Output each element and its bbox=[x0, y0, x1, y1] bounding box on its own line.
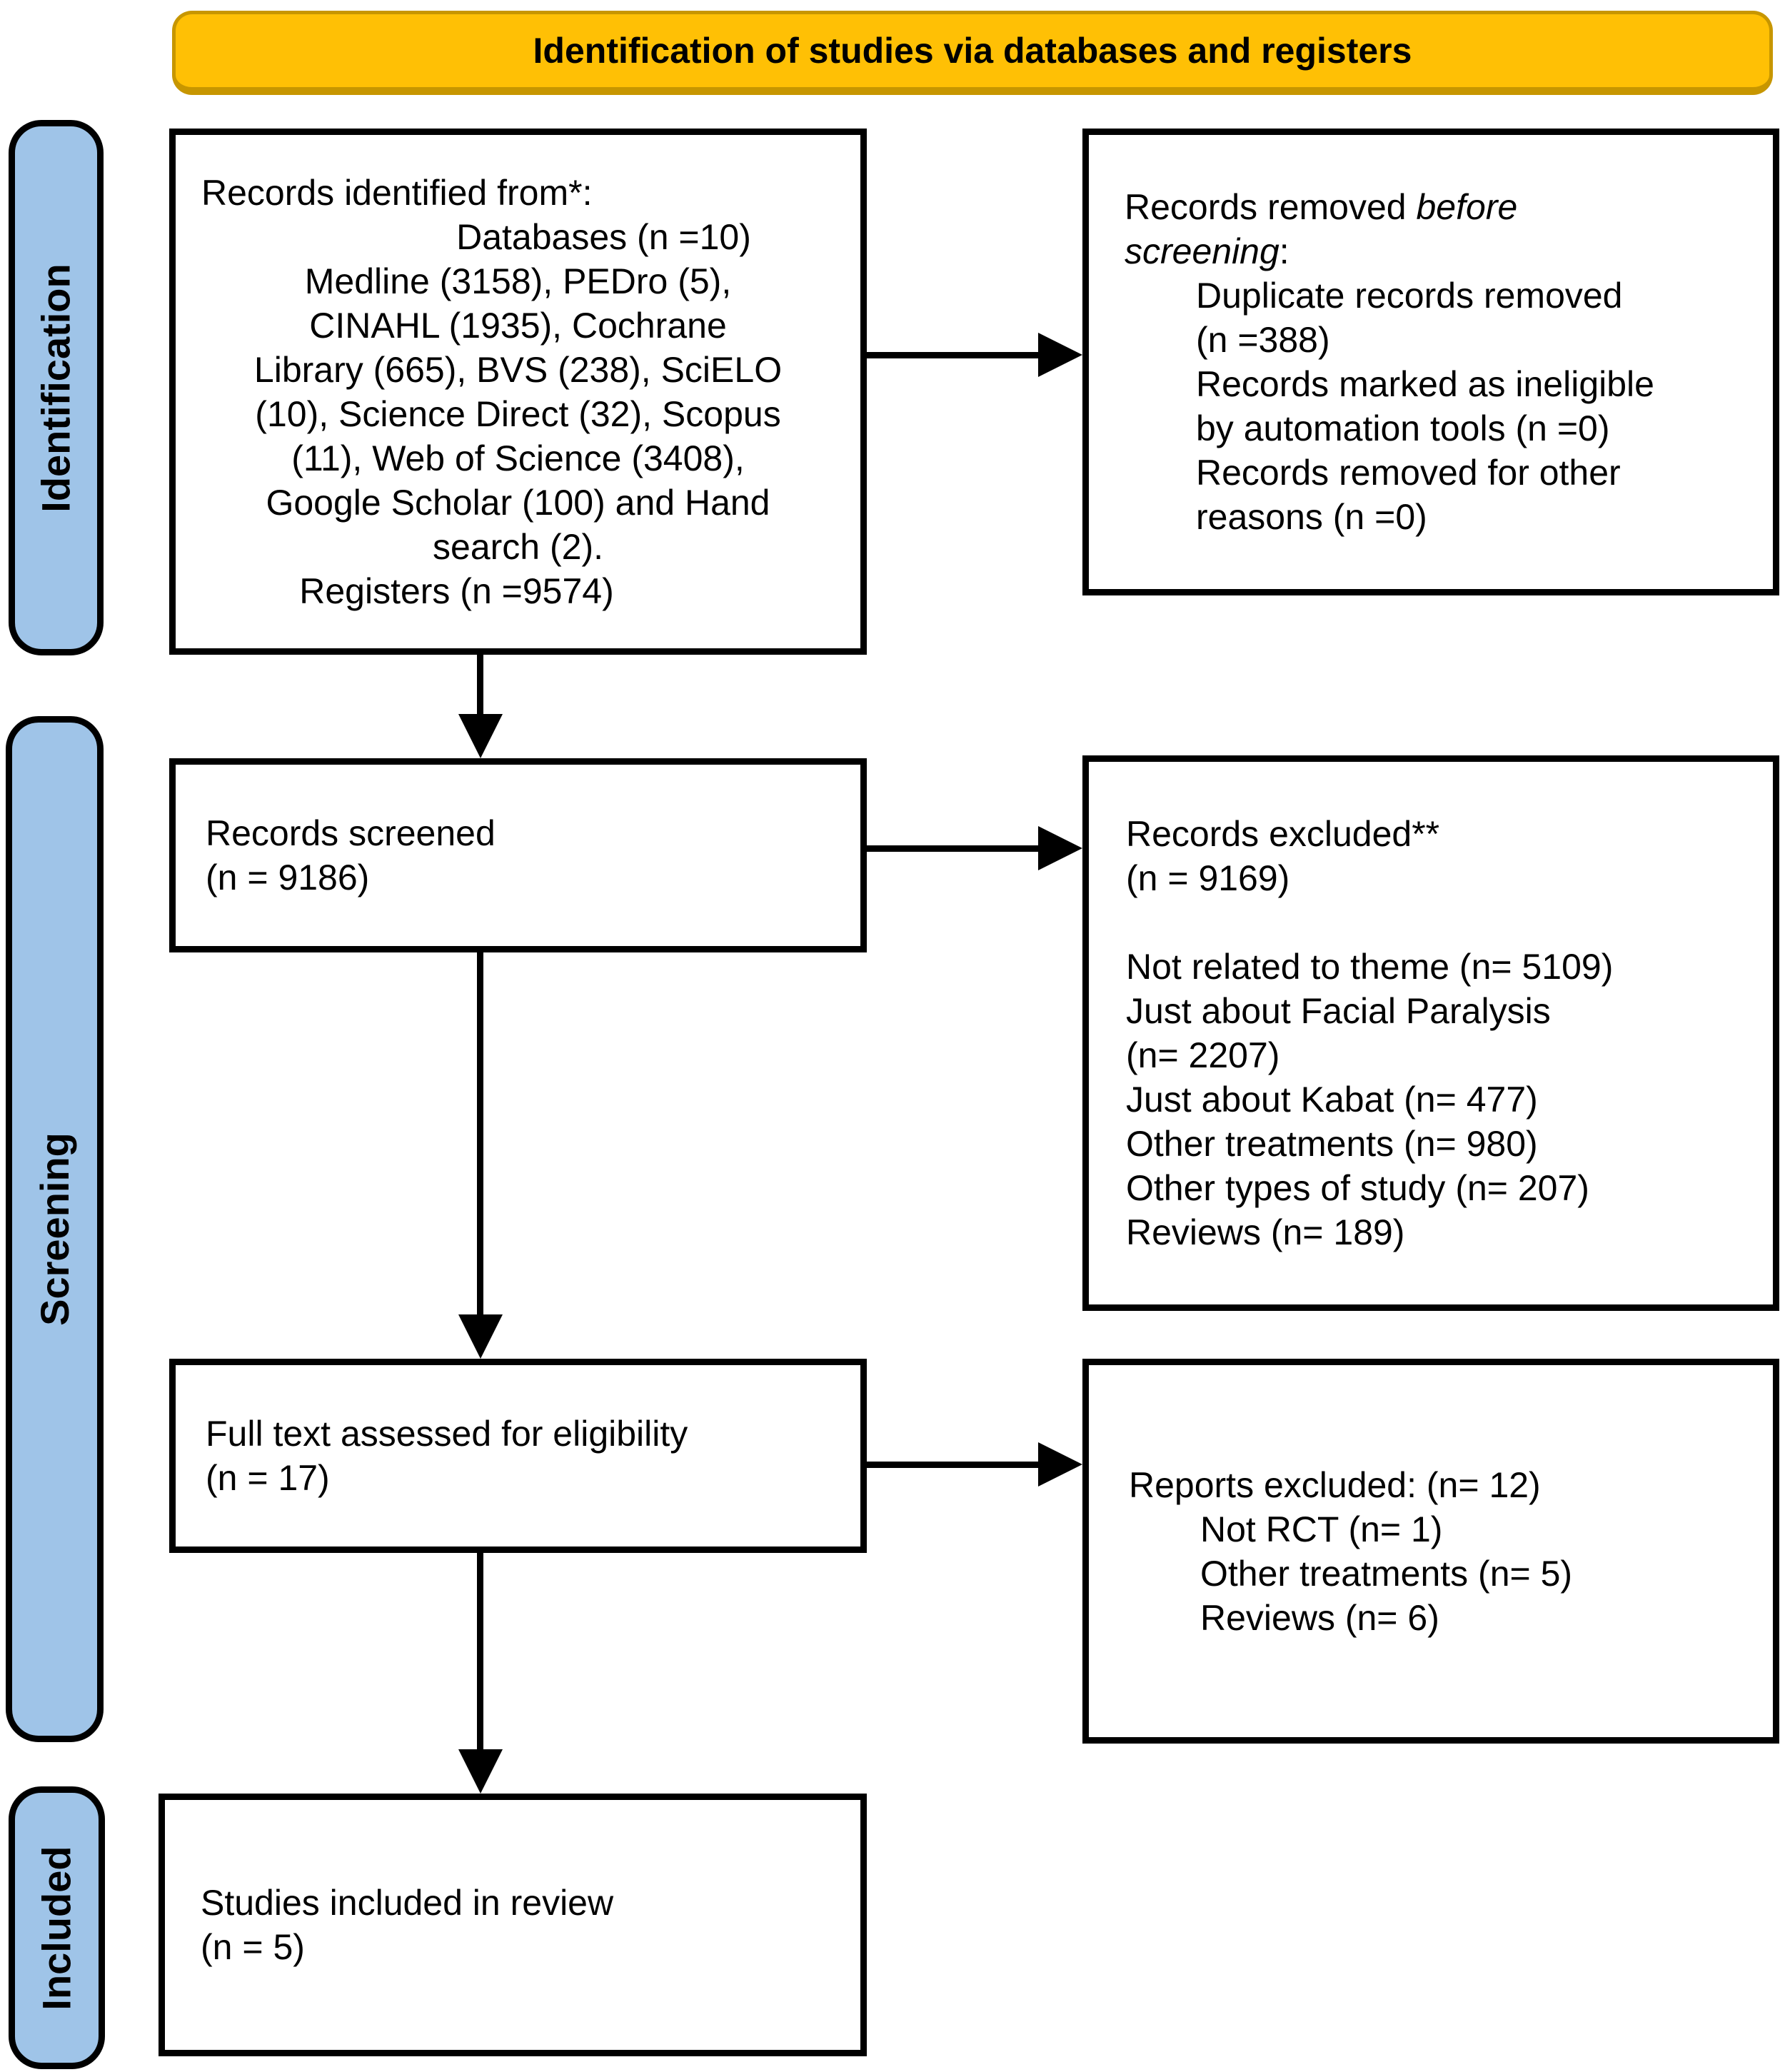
box-line: (n = 5) bbox=[201, 1927, 305, 1967]
box-records-screened: Records screened (n = 9186) bbox=[169, 758, 867, 952]
arrow-screened-to-excluded-line bbox=[867, 845, 1041, 852]
box-line: (10), Science Direct (32), Scopus bbox=[255, 393, 781, 434]
box-line: Records identified from*: bbox=[201, 172, 593, 213]
box-line: (n = 17) bbox=[206, 1458, 330, 1498]
arrow-screened-to-excluded-head bbox=[1038, 826, 1082, 870]
box-line: search (2). bbox=[433, 526, 603, 567]
box-line: Databases (n =10) bbox=[456, 216, 751, 257]
box-line: Studies included in review bbox=[201, 1883, 614, 1923]
box-line: Reports excluded: (n= 12) bbox=[1129, 1464, 1541, 1505]
arrow-identified-to-screened-head bbox=[458, 714, 503, 758]
box-line: Not related to theme (n= 5109) bbox=[1126, 947, 1614, 987]
box-line-text: : bbox=[1279, 231, 1289, 271]
box-line: Library (665), BVS (238), SciELO bbox=[253, 349, 783, 390]
arrow-fulltext-to-reports-line bbox=[867, 1462, 1041, 1468]
box-line: Full text assessed for eligibility bbox=[206, 1414, 688, 1454]
box-line: Reviews (n= 189) bbox=[1126, 1212, 1405, 1252]
box-line: Records marked as ineligible bbox=[1196, 364, 1654, 404]
box-line: (n= 2207) bbox=[1126, 1035, 1280, 1075]
excluded-reason-item: Other treatments (n= 5) bbox=[1200, 1553, 1573, 1594]
banner-label: Identification of studies via databases … bbox=[533, 31, 1412, 71]
box-records-identified: Records identified from*: Databases (n =… bbox=[169, 129, 867, 655]
box-line: Records screened bbox=[206, 813, 496, 853]
box-line: CINAHL (1935), Cochrane bbox=[309, 305, 727, 346]
arrow-fulltext-to-reports-head bbox=[1038, 1442, 1082, 1487]
box-line: by automation tools (n =0) bbox=[1196, 408, 1610, 448]
box-line: Records removed before bbox=[1125, 185, 1730, 229]
excluded-reason-item: Duplicate records removed (n =388) bbox=[1196, 273, 1730, 362]
box-line: Medline (3158), PEDro (5), bbox=[304, 261, 732, 301]
box-line-text: Records removed bbox=[1125, 187, 1417, 227]
box-line: (n = 9169) bbox=[1126, 858, 1290, 898]
box-line: (n =388) bbox=[1196, 320, 1330, 360]
box-records-excluded: Records excluded** (n = 9169) Not relate… bbox=[1082, 755, 1779, 1311]
arrow-screened-to-fulltext-head bbox=[458, 1314, 503, 1359]
box-line: Duplicate records removed bbox=[1196, 276, 1623, 316]
box-line-italic-text: screening bbox=[1125, 231, 1279, 271]
box-line: (11), Web of Science (3408), bbox=[291, 438, 745, 478]
box-reports-excluded: Reports excluded: (n= 12) Not RCT (n= 1)… bbox=[1082, 1359, 1779, 1744]
excluded-reason-item: Not RCT (n= 1) bbox=[1200, 1509, 1443, 1549]
box-line: Registers (n =9574) bbox=[299, 570, 614, 611]
arrow-identified-to-removed-line bbox=[867, 352, 1041, 358]
arrow-fulltext-to-included-head bbox=[458, 1749, 503, 1794]
box-line: screening: bbox=[1125, 229, 1730, 273]
box-line-italic-text: before bbox=[1416, 187, 1518, 227]
stage-label-identification: Identification bbox=[9, 120, 104, 655]
excluded-reason-item: Records removed for other reasons (n =0) bbox=[1196, 451, 1730, 539]
stage-label-included: Included bbox=[9, 1786, 105, 2069]
box-line: Other treatments (n= 980) bbox=[1126, 1124, 1538, 1164]
excluded-reason-item: Reviews (n= 6) bbox=[1200, 1597, 1439, 1638]
box-line: (n = 9186) bbox=[206, 858, 370, 897]
arrow-identified-to-screened-line bbox=[477, 655, 483, 723]
arrow-fulltext-to-included-line bbox=[477, 1553, 483, 1755]
box-line: Google Scholar (100) and Hand bbox=[266, 482, 770, 523]
box-records-removed-before-screening: Records removed before screening: Duplic… bbox=[1082, 129, 1779, 595]
arrow-screened-to-fulltext-line bbox=[477, 952, 483, 1320]
box-line: Records removed for other bbox=[1196, 453, 1621, 493]
box-line: Records excluded** bbox=[1126, 814, 1440, 854]
box-studies-included: Studies included in review (n = 5) bbox=[159, 1794, 867, 2056]
box-line: reasons (n =0) bbox=[1196, 497, 1427, 537]
box-line: Just about Kabat (n= 477) bbox=[1126, 1080, 1538, 1120]
stage-label-screening-text: Screening bbox=[32, 1132, 78, 1326]
box-line-spacer bbox=[1126, 900, 1751, 945]
box-full-text-assessed: Full text assessed for eligibility (n = … bbox=[169, 1359, 867, 1553]
stage-label-screening: Screening bbox=[6, 716, 104, 1742]
stage-label-identification-text: Identification bbox=[34, 263, 79, 513]
arrow-identified-to-removed-head bbox=[1038, 333, 1082, 377]
box-line: Just about Facial Paralysis bbox=[1126, 991, 1551, 1031]
banner-identification-of-studies: Identification of studies via databases … bbox=[172, 11, 1773, 95]
excluded-reason-item: Records marked as ineligible by automati… bbox=[1196, 362, 1730, 451]
box-line: Other types of study (n= 207) bbox=[1126, 1168, 1589, 1208]
stage-label-included-text: Included bbox=[34, 1845, 80, 2011]
